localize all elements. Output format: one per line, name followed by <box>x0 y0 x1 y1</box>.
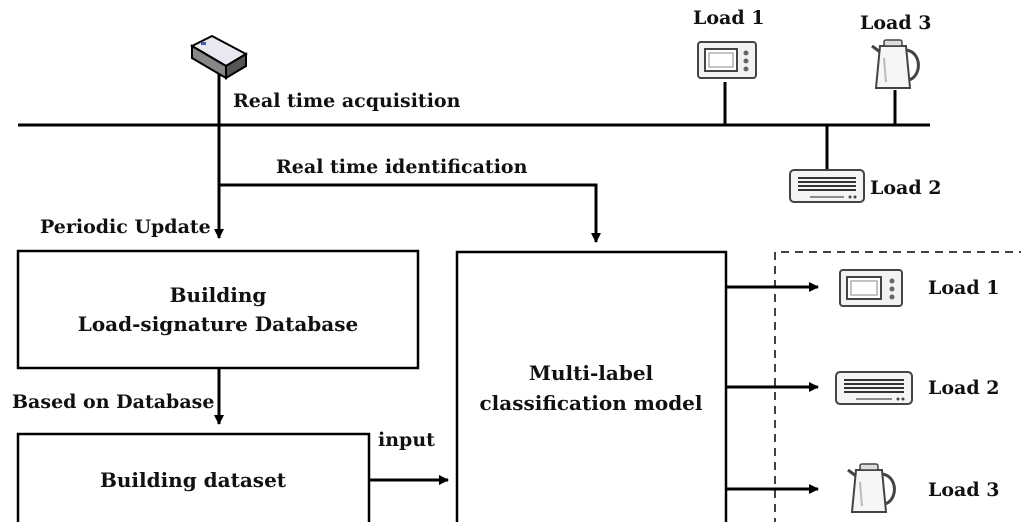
kettle-icon <box>871 39 920 89</box>
database-box <box>16 249 420 370</box>
air-conditioner-icon <box>835 371 913 405</box>
smart-meter-icon <box>189 34 249 80</box>
real-time-acquisition-label: Real time acquisition <box>233 90 461 112</box>
grid-load1-label: Load 1 <box>693 7 764 29</box>
based-on-database-label: Based on Database <box>12 391 214 413</box>
output-load2-label: Load 2 <box>928 377 999 399</box>
dataset-box <box>16 432 371 522</box>
identification-branch-line <box>219 183 601 243</box>
output-load1-label: Load 1 <box>928 277 999 299</box>
microwave-icon <box>697 41 757 79</box>
grid-load2-label: Load 2 <box>870 177 941 199</box>
database-box-line1: Building <box>170 283 267 307</box>
periodic-update-label: Periodic Update <box>40 216 211 238</box>
input-label: input <box>378 429 435 451</box>
model-box <box>455 250 728 522</box>
grid-load3-label: Load 3 <box>860 12 931 34</box>
output-region-border <box>774 251 1021 522</box>
model-box-line1: Multi-label <box>529 361 654 385</box>
model-box-line2: classification model <box>479 391 702 415</box>
database-box-line2: Load-signature Database <box>78 312 358 336</box>
dataset-box-label: Building dataset <box>100 468 287 492</box>
real-time-identification-label: Real time identification <box>276 156 528 178</box>
kettle-icon <box>847 463 896 513</box>
microwave-icon <box>839 269 903 307</box>
output-load3-label: Load 3 <box>928 479 999 501</box>
air-conditioner-icon <box>789 169 865 203</box>
